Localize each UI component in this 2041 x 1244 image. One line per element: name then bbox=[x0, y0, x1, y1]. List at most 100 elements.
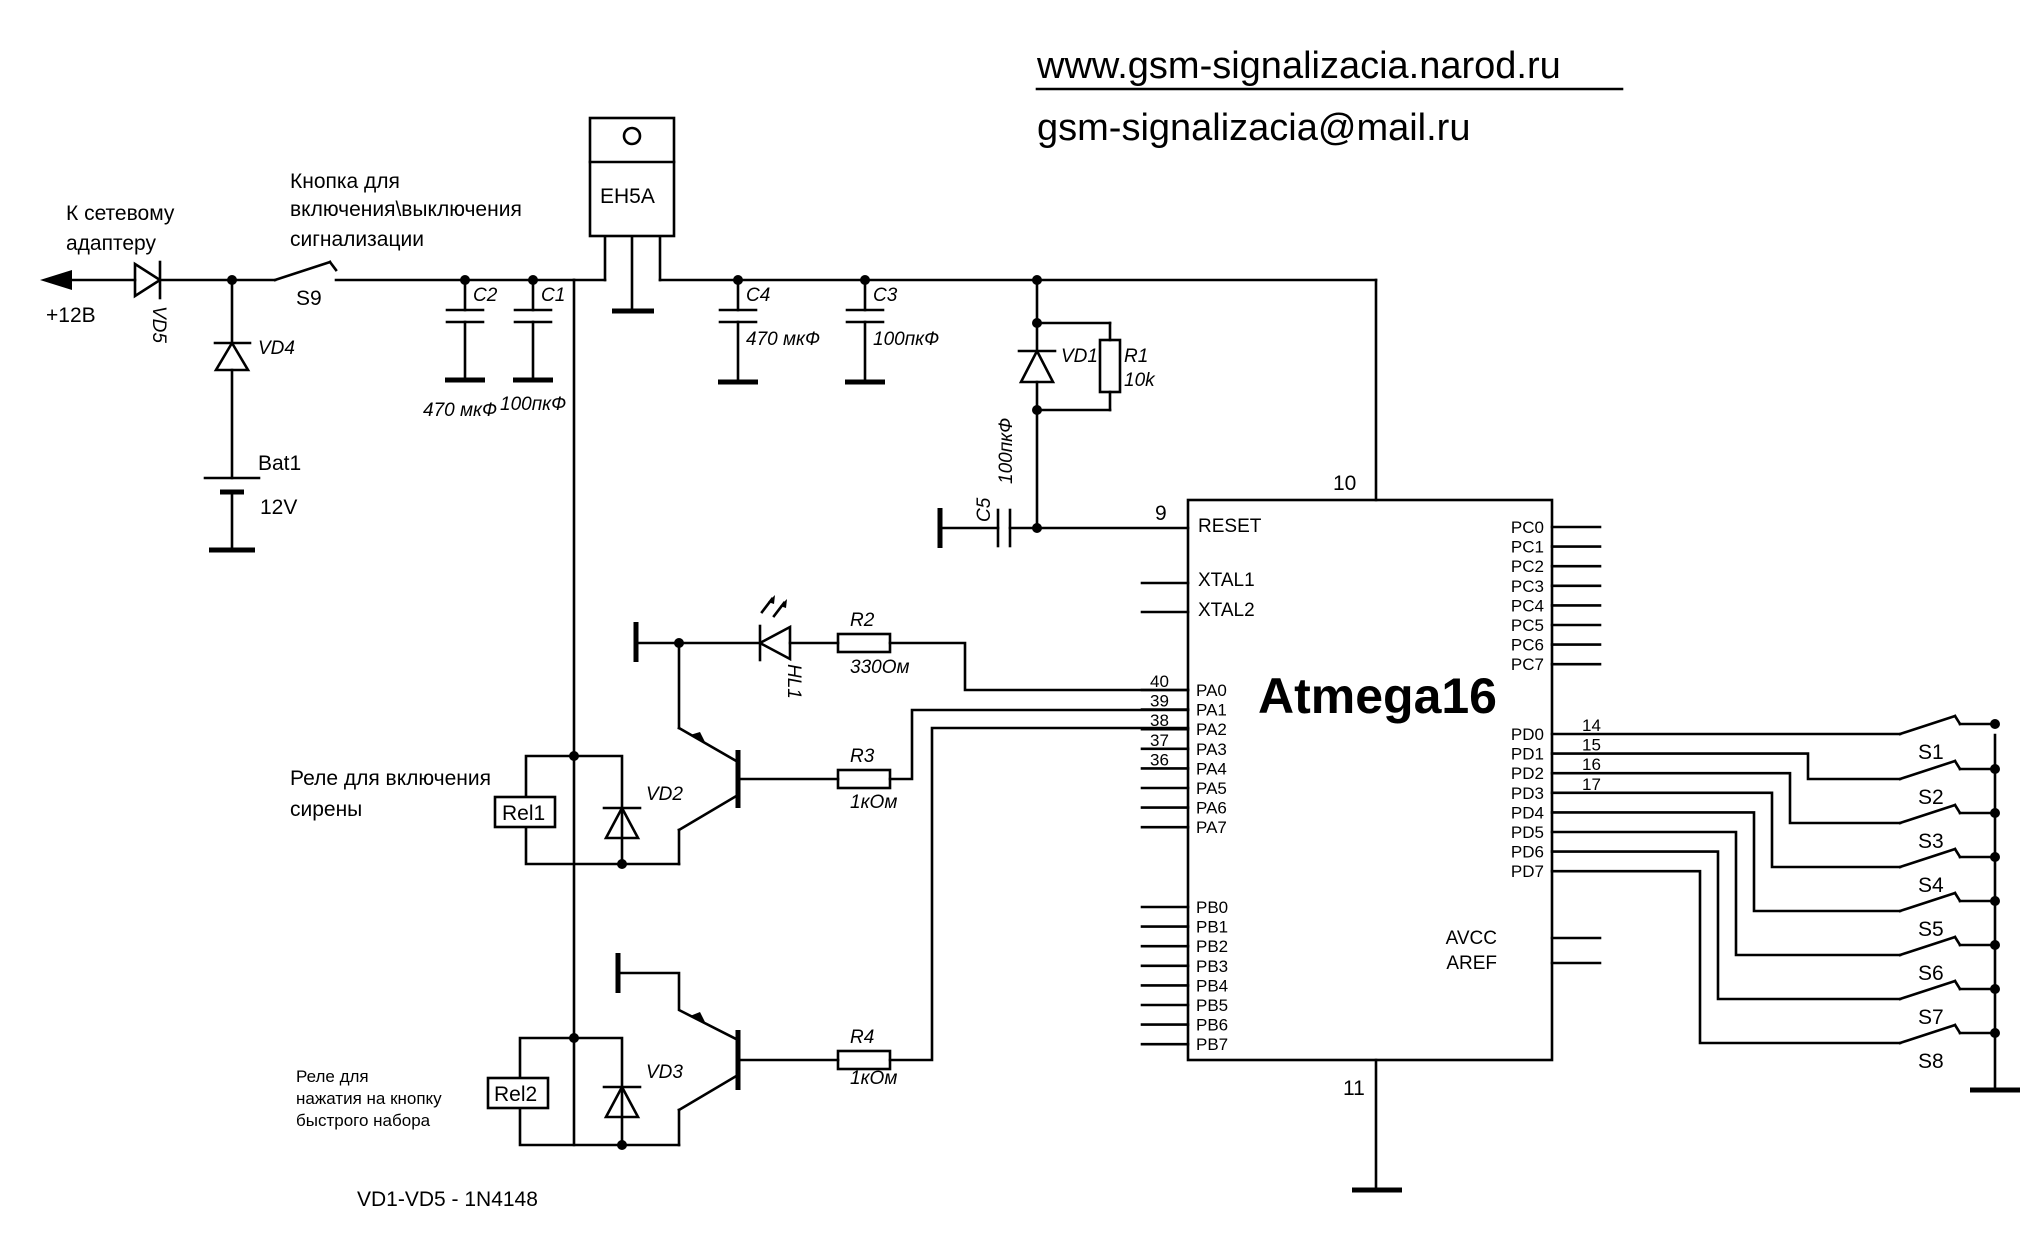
switch-label-s4: S4 bbox=[1918, 874, 1944, 897]
wire-r4-pa2 bbox=[888, 726, 1190, 1062]
wire-pd3-s4 bbox=[1550, 791, 1902, 869]
pin-pc6: PC6 bbox=[1511, 636, 1544, 655]
rel2-label: Rel2 bbox=[494, 1083, 537, 1106]
capacitor-c4 bbox=[718, 278, 758, 385]
capacitor-c2 bbox=[445, 278, 485, 383]
r4-value: 1кОм bbox=[850, 1068, 897, 1089]
switch-label-s1: S1 bbox=[1918, 741, 1944, 764]
pin-pd5: PD5 bbox=[1511, 823, 1544, 842]
switch-s7[interactable] bbox=[1898, 979, 1997, 1001]
pin-pa1: PA1 bbox=[1196, 701, 1227, 720]
pin-pc2: PC2 bbox=[1511, 557, 1544, 576]
pin-pa4: PA4 bbox=[1196, 759, 1227, 778]
pin-pc1: PC1 bbox=[1511, 538, 1544, 557]
mcu-name: Atmega16 bbox=[1258, 668, 1497, 724]
rel2-label-line2: нажатия на кнопку bbox=[296, 1089, 442, 1108]
pin-pd3-number: 17 bbox=[1582, 775, 1601, 794]
rel2-label-line1: Реле для bbox=[296, 1067, 369, 1086]
switch-s9[interactable] bbox=[273, 260, 338, 282]
pin-pc7: PC7 bbox=[1511, 655, 1544, 674]
pin-pc0: PC0 bbox=[1511, 518, 1544, 537]
switch-label-s6: S6 bbox=[1918, 962, 1944, 985]
wire-pd1-s2 bbox=[1550, 752, 1902, 781]
pin-pc4: PC4 bbox=[1511, 596, 1544, 615]
wire-r3-pa1 bbox=[888, 708, 1190, 781]
r2-value: 330Ом bbox=[850, 657, 910, 678]
pin-avcc: AVCC bbox=[1446, 928, 1497, 949]
pin-pb0: PB0 bbox=[1196, 898, 1228, 917]
switch-s6[interactable] bbox=[1898, 935, 1997, 957]
pin-pd1: PD1 bbox=[1511, 745, 1544, 764]
switch-s1[interactable] bbox=[1898, 714, 1997, 736]
pin-pd3: PD3 bbox=[1511, 784, 1544, 803]
pin-pd0: PD0 bbox=[1511, 725, 1544, 744]
switch-label-line2: включения\выключения bbox=[290, 198, 522, 221]
voltage-label: +12В bbox=[46, 304, 96, 327]
vd3-label: VD3 bbox=[646, 1062, 683, 1083]
c4-label: C4 bbox=[746, 285, 770, 306]
c5-label: C5 bbox=[974, 497, 995, 522]
website-url: www.gsm-signalizacia.narod.ru bbox=[1036, 45, 1561, 87]
junction-s1 bbox=[1990, 719, 2000, 729]
pin-pb2: PB2 bbox=[1196, 937, 1228, 956]
wire-pd5-s6 bbox=[1550, 830, 1902, 957]
t1-arrow-icon bbox=[690, 732, 705, 742]
switch-s8[interactable] bbox=[1898, 1023, 1997, 1045]
r3-label: R3 bbox=[850, 746, 875, 767]
vd4-label: VD4 bbox=[258, 338, 295, 359]
rel2-label-line3: быстрого набора bbox=[296, 1111, 431, 1130]
pin-pa0: PA0 bbox=[1196, 681, 1227, 700]
pin-gnd-number: 11 bbox=[1343, 1077, 1365, 1100]
c3-label: C3 bbox=[873, 285, 898, 306]
t2-arrow-icon bbox=[690, 1012, 705, 1022]
pin-pb5: PB5 bbox=[1196, 996, 1228, 1015]
pin-pb3: PB3 bbox=[1196, 957, 1228, 976]
relay-rel1 bbox=[493, 795, 557, 829]
battery-label: Bat1 bbox=[258, 452, 301, 475]
vd2-label: VD2 bbox=[646, 784, 683, 805]
capacitor-c5 bbox=[937, 508, 1039, 548]
pin-pa2: PA2 bbox=[1196, 720, 1227, 739]
wire-pd7-s8 bbox=[1550, 869, 1902, 1045]
wire-t2-collector bbox=[677, 1073, 740, 1112]
c1-label: C1 bbox=[541, 285, 565, 306]
pin-pa7: PA7 bbox=[1196, 818, 1227, 837]
switch-s5[interactable] bbox=[1898, 891, 1997, 913]
led-hl1 bbox=[757, 595, 792, 662]
pin-pa0-number: 40 bbox=[1150, 672, 1169, 691]
s9-label: S9 bbox=[296, 287, 322, 310]
resistor-r1 bbox=[1098, 338, 1122, 394]
switch-s3[interactable] bbox=[1898, 803, 1997, 825]
battery-voltage: 12V bbox=[260, 496, 297, 519]
wire-t2-emitter bbox=[616, 971, 740, 1042]
pin-pa3: PA3 bbox=[1196, 740, 1227, 759]
rel1-label: Rel1 bbox=[502, 802, 545, 825]
pin-pd6: PD6 bbox=[1511, 843, 1544, 862]
wire-t1-collector bbox=[677, 793, 740, 832]
pin-pd2-number: 16 bbox=[1582, 755, 1601, 774]
battery-bat1 bbox=[203, 476, 261, 553]
diode-vd3 bbox=[602, 1084, 642, 1119]
regulator-label: EH5A bbox=[600, 185, 655, 208]
pin-pb4: PB4 bbox=[1196, 976, 1228, 995]
switch-label-s5: S5 bbox=[1918, 918, 1944, 941]
rel1-label-line1: Реле для включения bbox=[290, 767, 491, 790]
switch-label-line3: сигнализации bbox=[290, 228, 424, 251]
c1-value: 100пкФ bbox=[500, 394, 566, 415]
switch-s4[interactable] bbox=[1898, 847, 1997, 869]
pin-pa1-number: 39 bbox=[1150, 692, 1169, 711]
resistor-r3 bbox=[836, 768, 892, 790]
switch-s2[interactable] bbox=[1898, 759, 1997, 781]
junction-rel1-top bbox=[569, 751, 579, 761]
pin-pb1: PB1 bbox=[1196, 918, 1228, 937]
input-arrow-icon bbox=[40, 270, 72, 290]
switch-label-s7: S7 bbox=[1918, 1006, 1944, 1029]
switch-label-s2: S2 bbox=[1918, 786, 1944, 809]
pin-pd1-number: 15 bbox=[1582, 736, 1601, 755]
adapter-label-line2: адаптеру bbox=[66, 232, 156, 255]
pin-pa2-number: 38 bbox=[1150, 711, 1169, 730]
